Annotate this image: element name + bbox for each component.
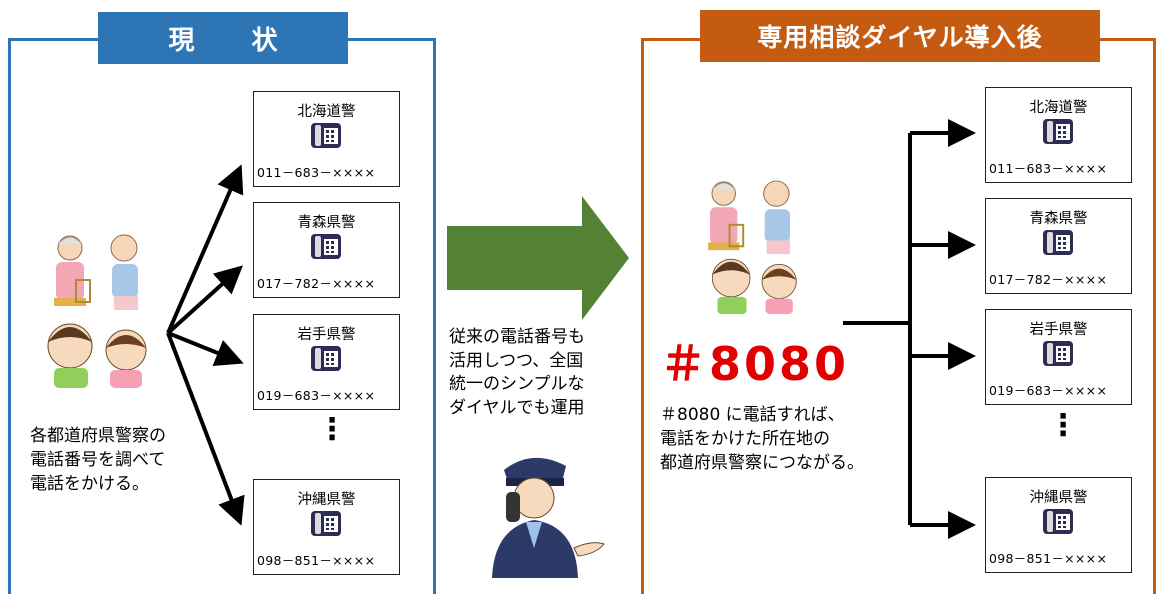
telephone-icon <box>1043 509 1073 534</box>
telephone-icon <box>1043 341 1073 366</box>
telephone-icon <box>1043 119 1073 144</box>
card-okinawa: 沖縄県警 098－851－×××× <box>253 479 400 575</box>
card-name: 北海道警 <box>297 104 356 120</box>
more-prefectures-ellipsis-after: ⋮ <box>1048 408 1078 443</box>
card-phone-number: 019－683－×××× <box>257 388 376 403</box>
telephone-icon <box>311 123 341 148</box>
elderly-couple-icon <box>54 234 138 310</box>
card-phone-number: 011－683－×××× <box>257 165 376 180</box>
card-aomori-after: 青森県警 017－782－×××× <box>985 198 1132 294</box>
caption-middle: 従来の電話番号も 活用しつつ、全国 統一のシンプルな ダイヤルでも運用 <box>449 327 585 418</box>
card-name: 北海道警 <box>1029 100 1088 116</box>
children-icon <box>47 323 147 388</box>
telephone-icon <box>311 234 341 259</box>
arrow-to-aomori <box>166 265 243 335</box>
card-phone-number: 017－782－×××× <box>257 276 376 291</box>
card-name: 沖縄県警 <box>297 492 356 508</box>
hash-8080-number: ＃8080 <box>660 337 850 391</box>
card-iwate-after: 岩手県警 019－683－×××× <box>985 309 1132 405</box>
card-phone-number: 017－782－×××× <box>989 272 1108 287</box>
card-hokkaido: 北海道警 011－683－×××× <box>253 91 400 187</box>
elderly-couple-icon <box>708 180 791 255</box>
arrow-to-okinawa <box>166 332 245 526</box>
telephone-icon <box>311 511 341 536</box>
card-phone-number: 011－683－×××× <box>989 161 1108 176</box>
card-name: 岩手県警 <box>1029 322 1088 338</box>
card-iwate: 岩手県警 019－683－×××× <box>253 314 400 410</box>
caption-after-introduction: ＃8080 に電話すれば、 電話をかけた所在地の 都道府県警察につながる。 <box>660 405 864 473</box>
card-name: 青森県警 <box>297 215 356 231</box>
card-name: 沖縄県警 <box>1029 490 1088 506</box>
title-current-state: 現 状 <box>98 12 348 64</box>
telephone-icon <box>1043 230 1073 255</box>
title-after-introduction: 専用相談ダイヤル導入後 <box>700 10 1100 62</box>
card-name: 岩手県警 <box>297 327 356 343</box>
card-hokkaido-after: 北海道警 011－683－×××× <box>985 87 1132 183</box>
children-icon <box>711 258 797 314</box>
card-okinawa-after: 沖縄県警 098－851－×××× <box>985 477 1132 573</box>
card-phone-number: 019－683－×××× <box>989 383 1108 398</box>
telephone-icon <box>311 346 341 371</box>
police-officer-icon <box>492 457 605 578</box>
arrow-to-hokkaido <box>166 164 244 334</box>
arrow-to-iwate <box>167 331 244 367</box>
caption-current-state: 各都道府県警察の 電話番号を調べて 電話をかける。 <box>30 426 166 494</box>
card-name: 青森県警 <box>1029 211 1088 227</box>
card-phone-number: 098－851－×××× <box>257 553 376 568</box>
big-transition-arrow <box>447 196 629 320</box>
card-aomori: 青森県警 017－782－×××× <box>253 202 400 298</box>
card-phone-number: 098－851－×××× <box>989 551 1108 566</box>
more-prefectures-ellipsis: ⋮ <box>317 412 347 447</box>
